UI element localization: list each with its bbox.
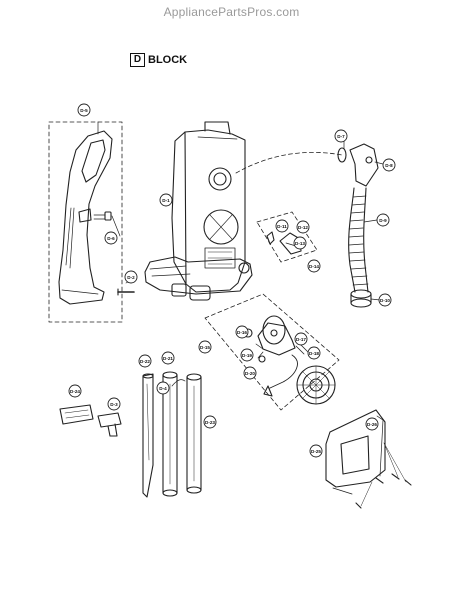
callout-d24: D-24 [68, 384, 82, 398]
svg-text:D-24: D-24 [70, 389, 80, 394]
svg-text:D-22: D-22 [140, 359, 150, 364]
svg-text:D-4: D-4 [159, 386, 167, 391]
svg-text:D-17: D-17 [296, 337, 306, 342]
dusting-brush [59, 404, 94, 425]
crevice-wand [142, 373, 154, 498]
callout-d4: D-4 [156, 381, 170, 395]
motor-group-box [204, 293, 340, 411]
svg-text:D-2: D-2 [127, 275, 135, 280]
svg-text:D-3: D-3 [110, 402, 118, 407]
handle-group-box [48, 121, 123, 323]
cover-screws [355, 442, 412, 509]
callout-d18: D-18 [307, 346, 321, 360]
callout-d16: D-16 [235, 325, 249, 339]
svg-text:D-15: D-15 [200, 345, 210, 350]
callout-d17: D-17 [294, 332, 308, 346]
svg-text:D-7: D-7 [337, 134, 345, 139]
motor-assembly [243, 315, 336, 405]
svg-text:D-18: D-18 [309, 351, 319, 356]
base-nozzle [144, 256, 253, 301]
svg-text:D-23: D-23 [205, 420, 215, 425]
svg-text:D-19: D-19 [242, 353, 252, 358]
callout-d11: D-11 [275, 219, 289, 233]
callout-d6: D-6 [104, 231, 118, 245]
svg-text:D-12: D-12 [298, 225, 308, 230]
callout-d20: D-20 [243, 366, 257, 380]
svg-text:D-5: D-5 [80, 108, 88, 113]
block-letter-box: D [130, 53, 145, 67]
callout-d8: D-8 [382, 158, 396, 172]
svg-text:D-14: D-14 [309, 264, 319, 269]
callout-d21: D-21 [161, 351, 175, 365]
block-title: D BLOCK [130, 53, 187, 67]
vacuum-body [171, 121, 246, 293]
svg-text:D-11: D-11 [277, 224, 287, 229]
svg-text:D-8: D-8 [385, 163, 393, 168]
callout-d15: D-15 [198, 340, 212, 354]
block-title-word: BLOCK [148, 54, 188, 66]
svg-text:D-6: D-6 [107, 236, 115, 241]
callout-d9: D-9 [376, 213, 390, 227]
callout-d1: D-1 [159, 193, 173, 207]
svg-text:D-26: D-26 [367, 422, 377, 427]
site-watermark: AppliancePartsPros.com [163, 5, 300, 19]
callout-d10: D-10 [378, 293, 392, 307]
svg-text:D-20: D-20 [245, 371, 255, 376]
callout-d2: D-2 [124, 270, 138, 284]
callout-d14: D-14 [307, 259, 321, 273]
callout-d12: D-12 [296, 220, 310, 234]
callout-d22: D-22 [138, 354, 152, 368]
handle-screw [117, 288, 135, 296]
callout-d19: D-19 [240, 348, 254, 362]
svg-text:D-10: D-10 [380, 298, 390, 303]
switch-group-box [256, 211, 318, 263]
callout-d23: D-23 [203, 415, 217, 429]
callout-d13: D-13 [293, 236, 307, 250]
svg-text:D-21: D-21 [163, 356, 173, 361]
flexible-hose [337, 143, 379, 308]
callout-d26: D-26 [365, 417, 379, 431]
callout-d3: D-3 [107, 397, 121, 411]
extension-wand-1 [162, 371, 178, 497]
upper-handle [58, 130, 113, 305]
extension-wand-2 [186, 373, 202, 494]
callout-d5: D-5 [77, 103, 91, 117]
svg-text:D-13: D-13 [295, 241, 305, 246]
svg-text:D-1: D-1 [162, 198, 170, 203]
svg-text:D-25: D-25 [311, 449, 321, 454]
upholstery-tool [97, 412, 122, 437]
svg-text:D-9: D-9 [379, 218, 387, 223]
handle-latch [93, 211, 112, 221]
callout-d25: D-25 [309, 444, 323, 458]
svg-text:D-16: D-16 [237, 330, 247, 335]
callout-d7: D-7 [334, 129, 348, 143]
rear-cover [325, 409, 386, 495]
